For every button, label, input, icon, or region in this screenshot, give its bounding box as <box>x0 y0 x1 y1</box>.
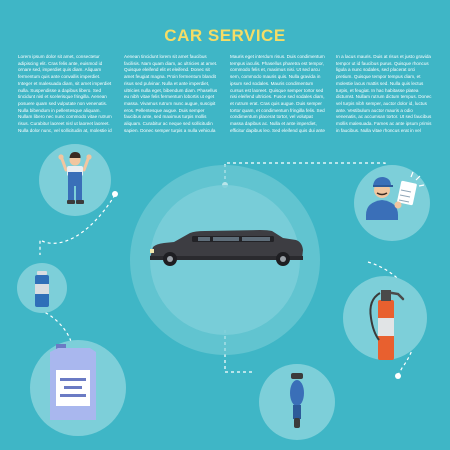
fire-extinguisher-icon <box>369 290 405 360</box>
text-column-1: Lorem ipsum dolor sit amet, consectetur … <box>18 54 112 133</box>
mechanic-cheering-icon <box>58 152 92 204</box>
text-column-2: Aenean tincidunt lorem sit amet faucibus… <box>124 54 218 133</box>
spray-can-icon <box>35 271 49 307</box>
circle-checklist <box>354 165 430 241</box>
motorcycle-icon <box>290 373 304 428</box>
text-column-3: Mauris eget interdum risus. Duis condime… <box>230 54 325 133</box>
connector-left-lower <box>39 309 73 347</box>
page-title: CAR SERVICE <box>164 26 286 45</box>
oil-canister-icon <box>50 344 96 420</box>
mechanic-checklist-icon <box>366 171 425 220</box>
text-columns: Lorem ipsum dolor sit amet, consectetur … <box>18 54 432 134</box>
limousine-icon <box>150 230 303 266</box>
text-column-4: In a lacus mauris. Duis at risus et just… <box>336 54 432 133</box>
